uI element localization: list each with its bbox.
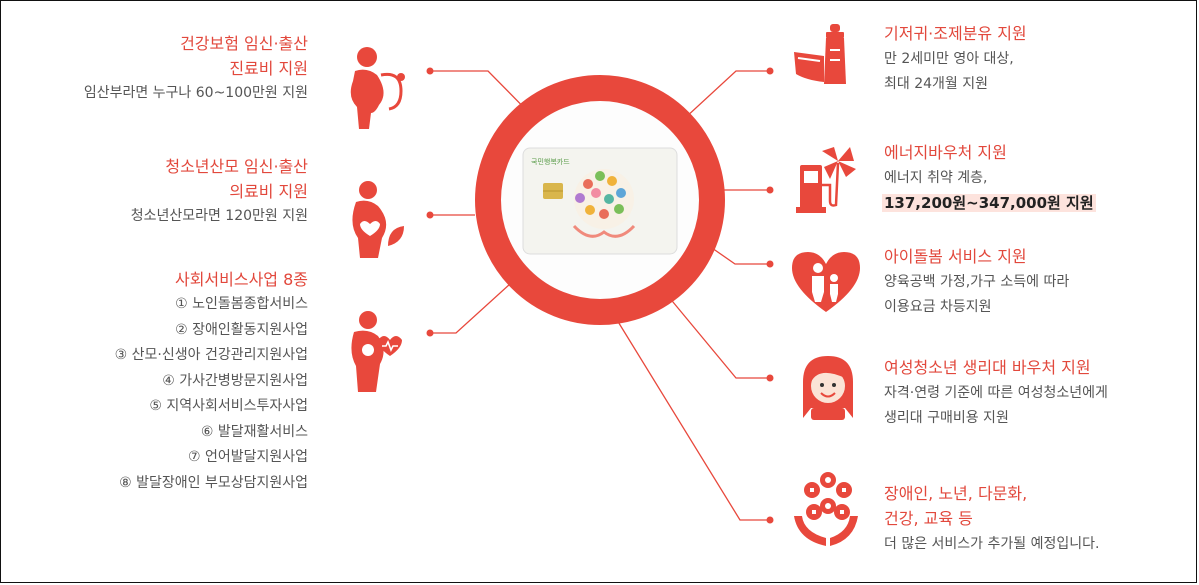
connector-left-3 — [430, 283, 511, 334]
energy-voucher-amount: 137,200원~347,000원 지원 — [882, 194, 1096, 212]
list-item: ⑦ 언어발달지원사업 — [187, 449, 308, 465]
fuel-pump-pinwheel-icon — [796, 147, 856, 213]
right-5-title-line1: 장애인, 노년, 다문화, — [884, 484, 1028, 503]
left-3-title: 사회서비스사업 8종 — [174, 270, 308, 289]
list-item: ② 장애인활동지원사업 — [175, 321, 308, 338]
list-item: ⑥ 발달재활서비스 — [200, 423, 308, 440]
right-3-title: 아이돌봄 서비스 지원 — [884, 247, 1027, 266]
right-2-highlight-row: 137,200원~347,000원 지원 — [882, 192, 1096, 213]
services-list: ① 노인돌봄종합서비스 ② 장애인활동지원사업 ③ 산모·신생아 건강관리지원사… — [115, 292, 308, 496]
happiness-card-icon — [522, 147, 678, 255]
right-1-desc-line2: 최대 24개월 지원 — [884, 76, 988, 92]
connector-right-5 — [616, 319, 770, 521]
list-item: ③ 산모·신생아 건강관리지원사업 — [114, 347, 308, 363]
right-1-desc-line1: 만 2세미만 영아 대상, — [884, 51, 1014, 67]
left-2-title-line2: 의료비 지원 — [229, 182, 308, 201]
left-2-title-line1: 청소년산모 임신·출산 — [165, 157, 308, 176]
hands-services-icon — [794, 472, 858, 546]
left-1-title-line1: 건강보험 임신·출산 — [180, 34, 308, 53]
connector-right-1 — [671, 70, 770, 131]
pregnant-woman-heart-leaf-icon — [352, 181, 404, 258]
list-item: ① 노인돌봄종합서비스 — [175, 296, 308, 312]
heart-family-icon — [792, 252, 860, 312]
baby-bottle-diaper-icon — [794, 24, 846, 84]
right-3-desc-line2: 이용요금 차등지원 — [884, 299, 992, 315]
left-1-title-line2: 진료비 지원 — [229, 59, 308, 78]
right-5-title-line2: 건강, 교육 등 — [884, 509, 973, 528]
left-2-desc: 청소년산모라면 120만원 지원 — [130, 208, 308, 224]
right-4-desc-line1: 자격·연령 기준에 따른 여성청소년에게 — [884, 385, 1108, 401]
right-3-desc-line1: 양육공백 가정,가구 소득에 따라 — [884, 274, 1070, 290]
connector-right-3 — [711, 247, 770, 265]
pregnant-woman-stethoscope-icon — [350, 47, 405, 129]
right-2-desc-line1: 에너지 취약 계층, — [884, 170, 988, 186]
left-1-desc: 임산부라면 누구나 60~100만원 지원 — [83, 85, 308, 101]
right-1-title: 기저귀·조제분유 지원 — [884, 24, 1027, 43]
right-4-title: 여성청소년 생리대 바우처 지원 — [884, 358, 1091, 377]
card-label: 국민행복카드 — [531, 157, 570, 166]
list-item: ⑤ 지역사회서비스투자사업 — [149, 398, 308, 414]
right-4-desc-line2: 생리대 구매비용 지원 — [884, 410, 1009, 426]
list-item: ⑧ 발달장애인 부모상담지원사업 — [119, 474, 308, 491]
smiling-girl-icon — [803, 356, 853, 420]
connector-right-4 — [667, 295, 770, 379]
connector-dots — [426, 67, 774, 524]
right-2-title: 에너지바우처 지원 — [884, 143, 1007, 162]
mother-baby-heart-icon — [351, 311, 402, 392]
list-item: ④ 가사간병방문지원사업 — [162, 372, 308, 389]
right-5-desc: 더 많은 서비스가 추가될 예정입니다. — [884, 536, 1100, 552]
